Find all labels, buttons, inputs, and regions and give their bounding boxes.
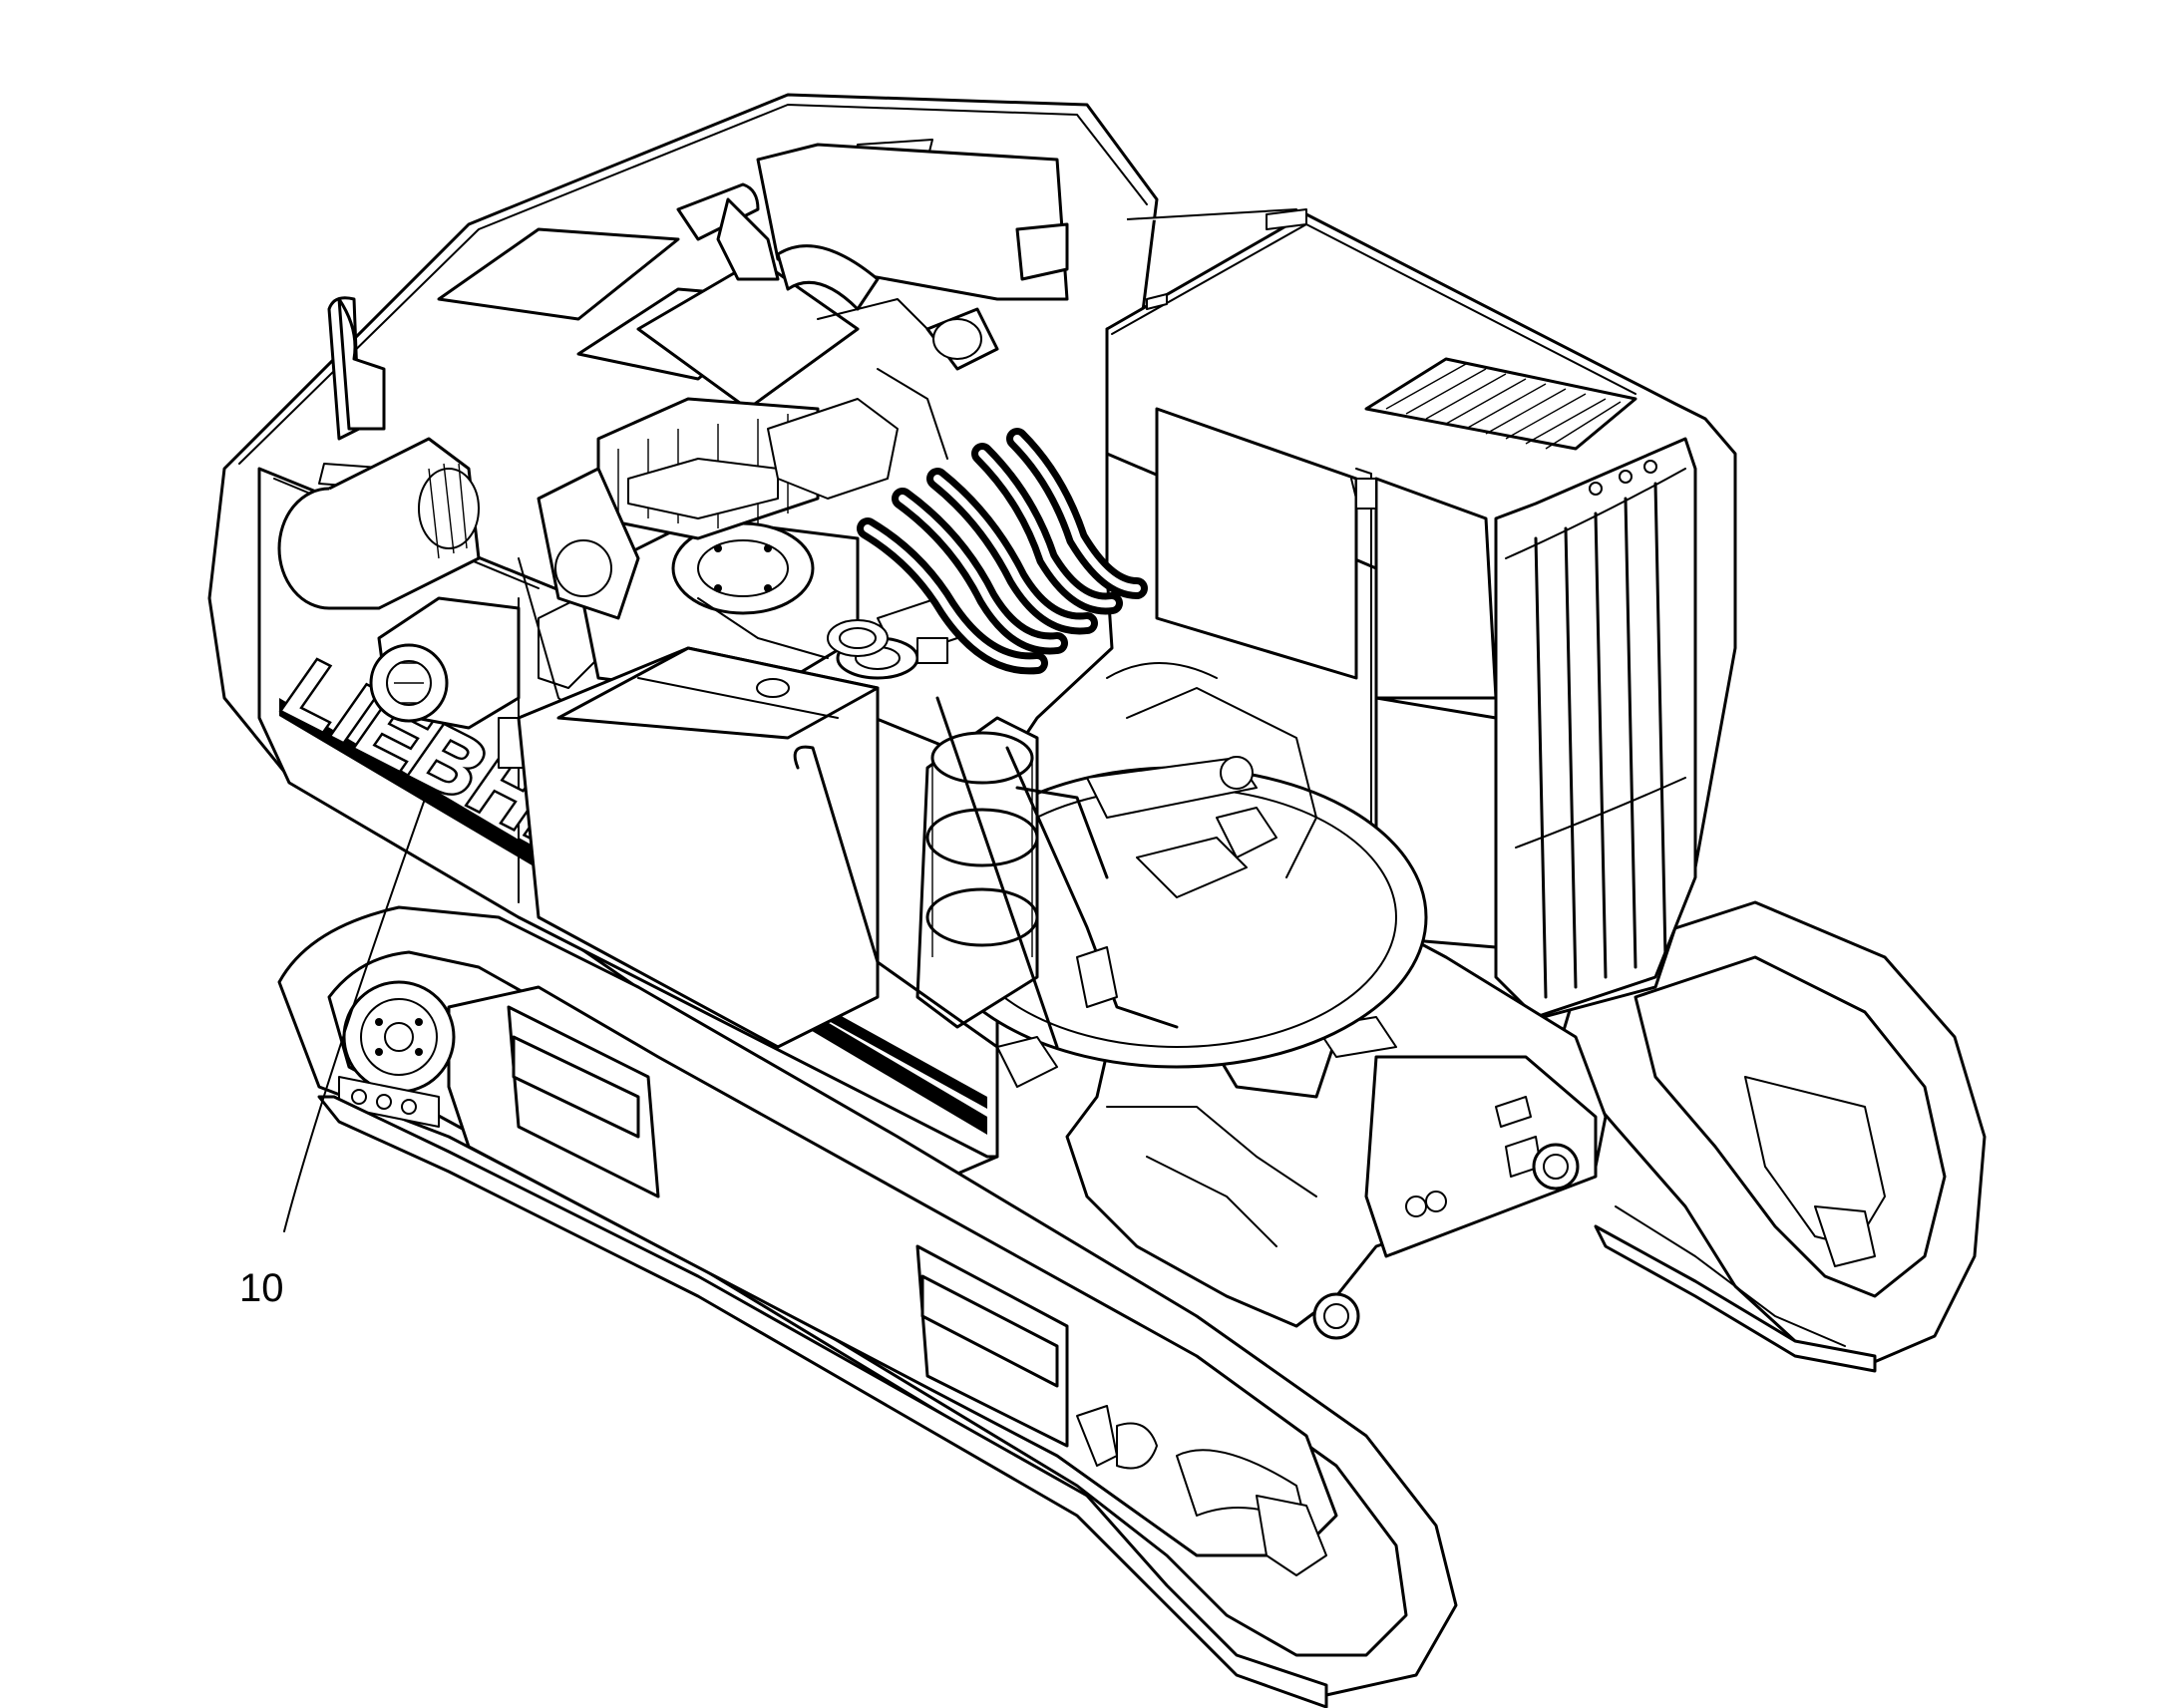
- leader-line: [283, 787, 430, 1232]
- swing-mechanism: [915, 662, 1428, 1069]
- callout-10: 10: [239, 787, 430, 1310]
- engine-bay: [277, 182, 999, 769]
- air-filter: [277, 437, 481, 610]
- left-track: [277, 905, 1458, 1708]
- right-track: [1554, 900, 1987, 1373]
- hydraulic-tank: [517, 619, 889, 1049]
- hydraulic-pump: [369, 587, 619, 769]
- callout-label: 10: [239, 1266, 284, 1310]
- hydraulic-hoses: [857, 428, 1148, 675]
- drive-sprocket: [342, 980, 456, 1094]
- handrail: [793, 696, 1179, 1088]
- engine-block: [518, 397, 958, 729]
